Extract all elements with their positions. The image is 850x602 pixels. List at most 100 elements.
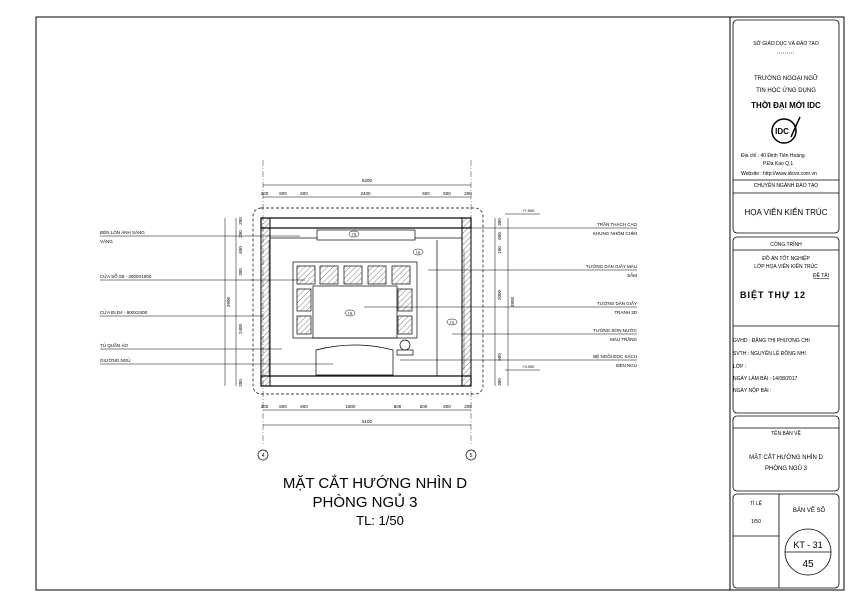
floor-slab [260,375,472,387]
dimension-right: 300 [497,218,502,226]
ceiling-slab [260,217,472,229]
school-line2: TIN HỌC ỨNG DỤNG [756,87,816,94]
drawing-scale: TL: 1/50 [356,513,404,528]
major-header: CHUYÊN NGÀNH ĐÀO TẠO [754,181,818,189]
right-callout-label: TRẦN THẠCH CAO [597,221,637,227]
right-callout-label: TRANH 3D [614,310,637,315]
lamp [399,339,411,351]
authority-text: SỞ GIÁO DỤC VÀ ĐÀO TẠO [753,40,819,47]
dimension-bottom: 600 [279,404,287,409]
ngay-lam-text: NGÀY LÀM BÀI : 14/08/2017 [733,375,798,382]
school-name: THỜI ĐẠI MỚI IDC [751,101,821,110]
project-line1: ĐỒ ÁN TỐT NGHIỆP [762,254,810,262]
left-callout-label: TỦ QUẦN ÁO [100,342,129,348]
logo-text: IDC [775,127,789,136]
dimension-right-total: 3900 [510,296,515,307]
grid-bubble-4 [257,449,269,461]
left-callout-label: VÀNG [100,238,113,244]
dimension-left-total: 3900 [226,296,231,307]
drawing-header: TÊN BẢN VẼ [771,429,801,437]
wall-panels [296,265,413,335]
ngay-nop-text: NGÀY NỘP BÀI : [733,387,771,394]
level-bottom: +3.900 [522,364,535,369]
dimension-left: 300 [238,268,243,276]
right-callout-label: MÀU TRẮNG [610,335,637,342]
sheet-number: 45 [802,559,814,570]
dimension-bottom-total: 5100 [362,419,373,424]
dimension-top: 200 [464,191,472,196]
dimension-top: 600 [279,191,287,196]
dimension-right: 300 [497,378,502,386]
grid-bubble-5 [465,449,477,461]
sheet-code: KT - 31 [793,540,822,550]
dimension-left: 200 [238,230,243,238]
dimension-bottom: 200 [261,404,269,409]
dimension-bottom: 600 [443,404,451,409]
tag: TS [450,321,455,325]
dimension-top: 200 [261,191,269,196]
dimension-top: 600 [300,191,308,196]
drawing-title-line2: PHÒNG NGỦ 3 [312,493,417,511]
right-callout-label: KHUNG NHÔM CHÌM [593,230,637,236]
topic-label: ĐỀ TÀI [813,272,829,279]
lop-text: LỚP : [733,363,746,370]
right-callout-label: TƯỜNG DÁN GIẤY [597,300,637,306]
left-callout-label: CỬA SỔ S8 - 3000X1900 [100,273,152,279]
grid-label-5: 5 [470,453,473,459]
left-callout-label: ĐÈN LON ÁNH SÁNG [100,229,145,235]
left-callout-label: GIƯỜNG NGỦ [100,357,130,363]
annotations: ĐÈN LON ÁNH SÁNG VÀNG CỬA SỔ S8 - 3000X190… [100,178,638,426]
dimension-left: 200 [238,217,243,225]
right-callout-label: TƯỜNG SƠN NƯỚC [593,327,638,333]
grid-label-4: 4 [262,453,265,459]
dimension-bottom: 200 [464,404,472,409]
right-callout-label: SẪM [627,272,637,278]
project-header: CÔNG TRÌNH [770,241,802,248]
major-text: HỌA VIÊN KIẾN TRÚC [745,207,828,217]
dimension-left: 200 [238,379,243,387]
address-line1: Địa chỉ : 40 Đinh Tiên Hoàng [741,152,805,159]
level-top: +7.500 [522,208,535,213]
dimension-bottom: 600 [300,404,308,409]
dimension-right: 600 [497,232,502,240]
tag: TR [348,312,353,316]
project-line2: LỚP HỌA VIÊN KIẾN TRÚC [754,262,818,270]
school-line1: TRƯỜNG NGOẠI NGỮ [754,75,818,82]
dimension-bottom: 600 [420,404,428,409]
left-callout-label: CỬA ĐI D4 - 900X2400 [100,309,148,315]
dimension-top: 600 [443,191,451,196]
dimension-top: 600 [422,191,430,196]
dimension-right: 100 [497,246,502,254]
sheet-header: BẢN VẼ SỐ [793,507,826,514]
dimension-left: 2400 [238,323,243,334]
gvhd-text: GVHD : ĐẶNG THỊ PHƯƠNG CHI [733,337,810,344]
dimension-left: 600 [238,246,243,254]
tag: TR [352,233,357,237]
material-tags: TR TR TR TS [344,230,458,326]
project-name: BIỆT THỰ 12 [740,289,806,300]
right-callout-label: BỆ NGỒI ĐỌC SÁCH [593,352,637,359]
sheet-border [35,16,845,591]
dimension-top: 2400 [360,191,371,196]
right-callout-label: TƯỜNG DÁN GIẤY MÀU [586,263,637,269]
drawing-title-line1: MẶT CẮT HƯỚNG NHÌN D [283,474,467,492]
tag: TR [416,251,421,255]
scale-value: 1/50 [751,519,761,525]
dimension-right: 2000 [497,289,502,300]
idc-logo: IDC [771,116,801,144]
drawing-name-line2: PHÒNG NGỦ 3 [765,465,808,472]
address-line2: P.Đa Kao Q.1 [763,161,793,167]
dimension-bottom: 600 [394,404,402,409]
dimension-top-total: 5200 [362,178,373,183]
section-drawing [252,160,484,445]
drawing-name-line1: MẶT CẮT HƯỚNG NHÌN D [749,453,823,461]
dimension-bottom: 1800 [345,404,356,409]
scale-header: TỈ LỆ [750,499,763,507]
svth-text: SVTH : NGUYỄN LỆ ĐÔNG NHI [733,349,806,357]
bed [315,344,394,376]
website-text: Website : http://www.idcvn.com.vn [741,171,817,177]
dimension-right: 600 [497,353,502,361]
nightstand [396,349,414,356]
title-block-frames [732,19,840,589]
